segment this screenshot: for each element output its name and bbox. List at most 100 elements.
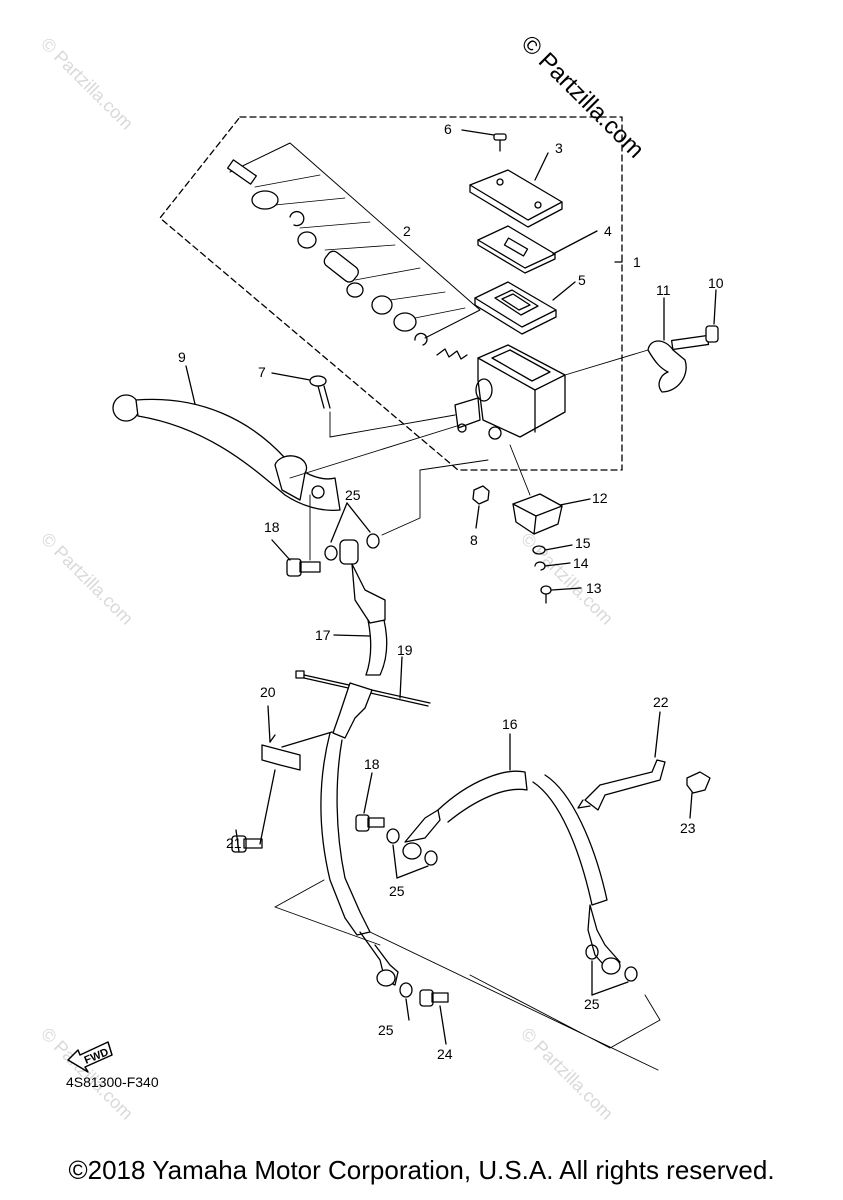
callout-12: 12 bbox=[592, 490, 608, 506]
leader-line bbox=[363, 772, 373, 814]
leader-line bbox=[271, 539, 291, 561]
callout-10: 10 bbox=[708, 275, 724, 291]
diagram-code: 4S81300-F340 bbox=[66, 1074, 159, 1090]
washer-25 bbox=[366, 533, 380, 549]
washer-25 bbox=[386, 828, 400, 844]
screw-13 bbox=[540, 585, 552, 604]
brand-mark: © Partzilla.com bbox=[516, 30, 649, 163]
callout-7: 7 bbox=[258, 364, 266, 380]
leader-line bbox=[552, 230, 598, 255]
brake-switch-12 bbox=[512, 493, 563, 535]
brake-lever-9 bbox=[112, 394, 341, 511]
washer-25 bbox=[624, 966, 638, 982]
leader-line bbox=[330, 502, 348, 543]
nut-8 bbox=[472, 485, 490, 505]
brake-hose-17 bbox=[339, 539, 388, 676]
bracket-22 bbox=[577, 759, 666, 811]
leader-line bbox=[534, 152, 549, 181]
leader-line bbox=[405, 998, 410, 1021]
washer-25 bbox=[399, 982, 413, 998]
leader-line bbox=[281, 731, 333, 748]
callout-20: 20 bbox=[260, 684, 276, 700]
union-bolt-18 bbox=[286, 558, 321, 577]
brake-hose-16 bbox=[402, 770, 621, 975]
guide-plane bbox=[274, 879, 661, 1071]
leader-line bbox=[475, 505, 480, 529]
leader-line bbox=[235, 829, 240, 853]
callout-5: 5 bbox=[578, 272, 586, 288]
callout-25c: 25 bbox=[584, 996, 600, 1012]
callout-18b: 18 bbox=[364, 756, 380, 772]
leader-line bbox=[509, 444, 531, 496]
leader-line bbox=[267, 705, 271, 743]
leader-line bbox=[564, 349, 649, 376]
bolt-10 bbox=[670, 325, 719, 351]
union-bolt-24 bbox=[419, 989, 449, 1007]
leader-line bbox=[544, 562, 571, 567]
watermark: © Partzilla.com bbox=[37, 529, 137, 629]
leader-line bbox=[551, 587, 582, 591]
callout-15: 15 bbox=[575, 535, 591, 551]
leader-line bbox=[259, 769, 276, 845]
pivot-bolt-7 bbox=[309, 375, 331, 409]
leader-line bbox=[689, 792, 693, 819]
callout-8: 8 bbox=[470, 532, 478, 548]
watermark: © Partzilla.com bbox=[37, 34, 137, 134]
callout-19: 19 bbox=[397, 642, 413, 658]
fwd-arrow-icon bbox=[67, 1041, 113, 1073]
leader-line bbox=[396, 865, 429, 879]
washer-25 bbox=[324, 545, 338, 561]
callout-11: 11 bbox=[656, 282, 671, 298]
leader-line bbox=[289, 424, 461, 479]
master-cylinder-assembly-outline bbox=[159, 116, 623, 471]
diaphragm-plate-4 bbox=[477, 225, 556, 274]
holder-11 bbox=[647, 340, 687, 393]
callout-17: 17 bbox=[315, 627, 331, 643]
watermark: © Partzilla.com bbox=[517, 529, 617, 629]
leader-line bbox=[381, 459, 489, 536]
diaphragm-5 bbox=[474, 281, 557, 335]
callout-16: 16 bbox=[502, 716, 518, 732]
washer-14 bbox=[534, 561, 546, 571]
leader-line bbox=[552, 281, 576, 301]
leader-line bbox=[439, 1005, 447, 1045]
leader-line bbox=[271, 372, 311, 381]
hose-guide-20 bbox=[261, 734, 301, 771]
callout-21: 21 bbox=[226, 835, 242, 851]
washer-25 bbox=[424, 850, 438, 866]
leader-line bbox=[559, 498, 591, 506]
callout-23: 23 bbox=[680, 820, 696, 836]
callout-22: 22 bbox=[653, 694, 669, 710]
piston-kit bbox=[227, 142, 481, 360]
callout-25d: 25 bbox=[378, 1022, 394, 1038]
callout-2: 2 bbox=[403, 223, 411, 239]
callouts: 6 3 2 4 1 5 10 11 9 7 25 12 18 8 15 14 1… bbox=[178, 121, 724, 1062]
callout-18a: 18 bbox=[264, 519, 280, 535]
leader-line bbox=[654, 711, 661, 758]
master-cylinder-body bbox=[454, 344, 566, 440]
leader-line bbox=[713, 289, 717, 325]
copyright-notice: ©2018 Yamaha Motor Corporation, U.S.A. A… bbox=[68, 1155, 775, 1185]
brake-hose-lower-left bbox=[320, 682, 399, 987]
leader-line bbox=[329, 411, 456, 438]
leader-line bbox=[392, 844, 398, 879]
callout-1: 1 bbox=[633, 254, 641, 270]
reservoir-cap-3 bbox=[469, 169, 563, 228]
callout-14: 14 bbox=[573, 555, 589, 571]
callout-3: 3 bbox=[555, 140, 563, 156]
callout-6: 6 bbox=[444, 121, 452, 137]
callout-25b: 25 bbox=[389, 883, 405, 899]
clip-23 bbox=[686, 771, 711, 794]
callout-25a: 25 bbox=[345, 487, 361, 503]
leader-line bbox=[399, 656, 403, 699]
leader-line bbox=[185, 365, 196, 405]
leader-line bbox=[346, 502, 371, 533]
callout-4: 4 bbox=[604, 223, 612, 239]
watermark: © Partzilla.com bbox=[517, 1024, 617, 1124]
leader-line bbox=[591, 981, 629, 996]
leader-line bbox=[461, 129, 495, 136]
leader-line bbox=[333, 634, 371, 637]
callout-9: 9 bbox=[178, 349, 186, 365]
cap-screw-6 bbox=[493, 133, 507, 152]
